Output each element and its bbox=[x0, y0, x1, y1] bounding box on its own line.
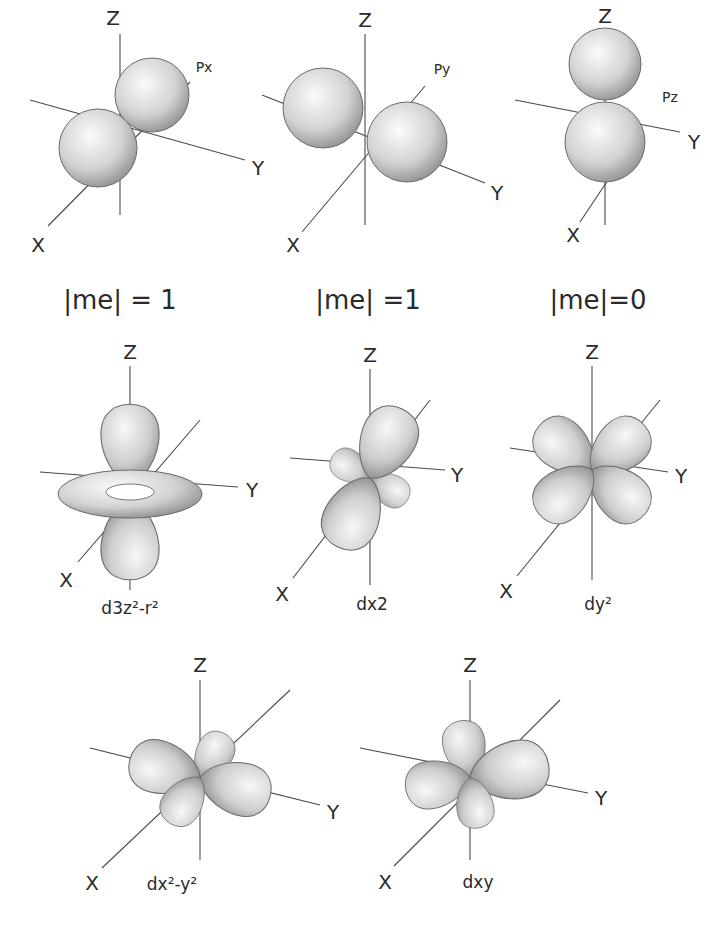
orbital-lobe bbox=[283, 68, 363, 148]
axis-label: Y bbox=[688, 131, 700, 153]
dxy-orbital bbox=[360, 680, 588, 866]
x-axis bbox=[394, 700, 560, 866]
quantum-number: |me|=0 bbox=[549, 286, 646, 315]
axis-label: X bbox=[275, 583, 289, 605]
orbital-lobe bbox=[345, 397, 427, 489]
orbital-name: Pz bbox=[662, 90, 678, 105]
dxz-orbital bbox=[290, 369, 445, 585]
axis-label: Z bbox=[585, 341, 599, 363]
orbital-name: dx2 bbox=[356, 595, 388, 614]
orbital-name: dxy bbox=[463, 873, 494, 892]
axis-label: Y bbox=[451, 464, 463, 486]
orbital-name: dx²-y² bbox=[147, 875, 197, 894]
x-axis bbox=[517, 400, 660, 576]
dx2y2-orbital bbox=[90, 680, 320, 868]
pz-orbital bbox=[515, 28, 680, 225]
axis-label: Z bbox=[598, 5, 612, 27]
orbital-lobe bbox=[59, 109, 137, 187]
axis-label: Y bbox=[675, 465, 687, 487]
axis-label: X bbox=[59, 569, 73, 591]
axis-label: X bbox=[85, 872, 99, 894]
orbital-lobe bbox=[565, 102, 645, 182]
axis-label: X bbox=[378, 871, 392, 893]
z-axis bbox=[364, 34, 365, 225]
py-orbital bbox=[262, 34, 485, 232]
orbital-lobe bbox=[193, 752, 277, 822]
orbital-lobe bbox=[452, 775, 497, 831]
orbital-lobe bbox=[313, 466, 395, 558]
axis-label: X bbox=[31, 234, 45, 256]
axis-label: Y bbox=[246, 479, 258, 501]
torus-hole bbox=[106, 484, 154, 500]
orbital-name: Py bbox=[434, 62, 451, 77]
px-orbital bbox=[30, 34, 245, 226]
axis-label: Y bbox=[595, 787, 607, 809]
orbital-name: Px bbox=[196, 60, 213, 75]
orbital-lobe bbox=[153, 767, 217, 834]
x-axis bbox=[102, 690, 290, 868]
axis-label: Y bbox=[327, 801, 339, 823]
axis-label: Z bbox=[358, 9, 372, 31]
quantum-number: |me| =1 bbox=[315, 286, 420, 315]
axis-label: Y bbox=[491, 182, 503, 204]
axis-label: Z bbox=[106, 7, 120, 29]
axis-label: X bbox=[499, 580, 513, 602]
axis-label: X bbox=[566, 224, 580, 246]
axis-label: Z bbox=[363, 344, 377, 366]
axis-label: Y bbox=[252, 157, 264, 179]
orbital-name: dy² bbox=[584, 595, 612, 614]
dyz-orbital bbox=[510, 366, 668, 580]
orbital-name: d3z²-r² bbox=[101, 599, 158, 618]
axis-label: Z bbox=[193, 654, 207, 676]
orbital-lobe bbox=[523, 451, 608, 534]
orbital-lobe bbox=[569, 28, 641, 100]
quantum-number: |me| = 1 bbox=[63, 286, 177, 315]
orbital-torus bbox=[58, 470, 202, 518]
axis-label: X bbox=[286, 234, 300, 256]
axis-label: Z bbox=[123, 341, 137, 363]
orbital-lobe bbox=[367, 102, 447, 182]
dz2-orbital bbox=[40, 366, 238, 590]
axis-label: Z bbox=[463, 654, 477, 676]
